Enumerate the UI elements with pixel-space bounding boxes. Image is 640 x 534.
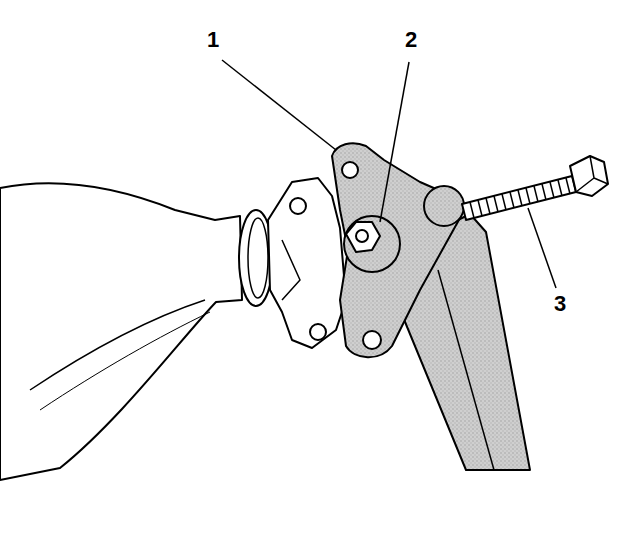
leader-line [380, 62, 409, 222]
callout-number: 2 [405, 29, 417, 51]
callout-number: 3 [554, 293, 566, 315]
flange-holder-tool [332, 143, 530, 470]
pinion-flange [268, 178, 346, 348]
leader-line [222, 60, 336, 150]
leader-line [528, 208, 556, 288]
leader-lines [222, 60, 556, 288]
forcing-screw [462, 156, 608, 220]
callout-number: 1 [207, 29, 219, 51]
axle-housing [0, 183, 273, 480]
nut [344, 216, 400, 272]
